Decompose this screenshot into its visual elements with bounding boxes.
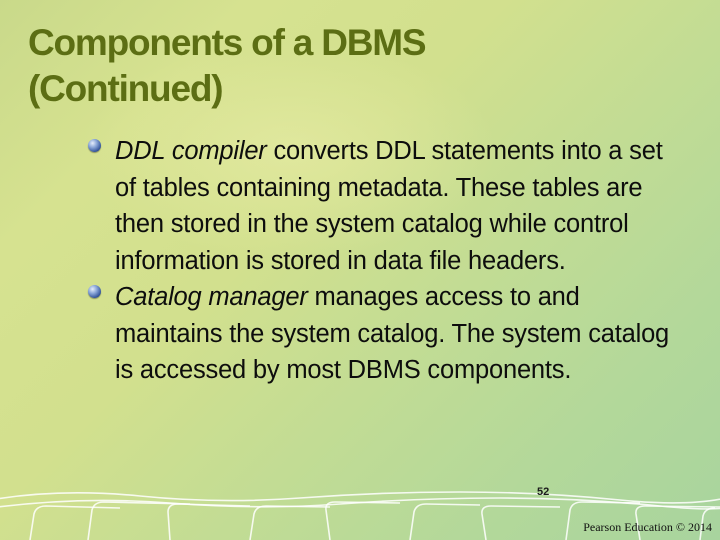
bullet-text: manages access to and maintains the syst… — [115, 283, 670, 384]
decorative-lines — [0, 491, 720, 540]
bullet-icon — [88, 285, 101, 298]
bullet-item-ddl-compiler: DDL compiler converts DDL statements int… — [88, 133, 678, 279]
slide-title: Components of a DBMS (Continued) — [28, 20, 628, 112]
title-line-2: (Continued) — [28, 68, 224, 109]
bullet-icon — [88, 139, 101, 152]
title-line-1: Components of a DBMS — [28, 22, 427, 63]
bullet-list: DDL compiler converts DDL statements int… — [88, 133, 678, 389]
bullet-term: DDL compiler — [115, 137, 267, 165]
bullet-item-catalog-manager: Catalog manager manages access to and ma… — [88, 279, 678, 389]
bullet-text: converts DDL statements into a set of ta… — [115, 137, 663, 275]
background-glow — [80, 40, 500, 260]
page-number: 52 — [537, 486, 550, 498]
copyright-notice: Pearson Education © 2014 — [583, 520, 712, 534]
bullet-term: Catalog manager — [115, 283, 308, 311]
